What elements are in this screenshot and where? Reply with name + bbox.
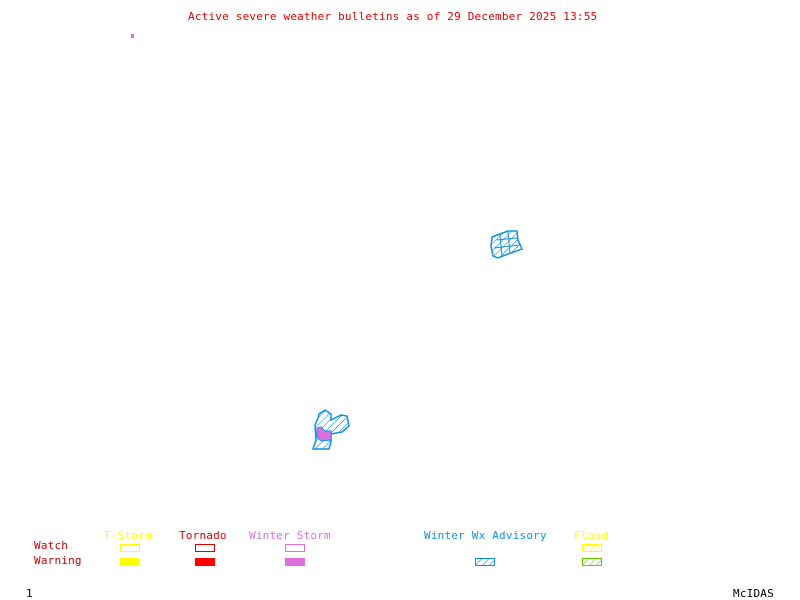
winter-storm-warning-region <box>131 34 134 38</box>
legend-tstorm-label: T-Storm <box>104 529 152 542</box>
legend-flood-watch-swatch <box>582 544 602 552</box>
software-label: McIDAS <box>733 587 774 600</box>
legend-tstorm-warning-swatch <box>120 558 140 566</box>
legend-watch-label: Watch <box>34 539 69 552</box>
legend-winter-storm-label: Winter Storm <box>249 529 331 542</box>
legend-winter-storm-watch-swatch <box>285 544 305 552</box>
bulletin-title: Active severe weather bulletins as of 29… <box>188 10 598 23</box>
legend-tornado-label: Tornado <box>179 529 227 542</box>
winter-storm-warning-region <box>316 426 332 442</box>
winter-wx-advisory-region <box>490 230 524 259</box>
legend-winter-wx-advisory-label: Winter Wx Advisory <box>424 529 547 542</box>
legend-tornado-warning-swatch <box>195 558 215 566</box>
legend-tstorm-watch-swatch <box>120 544 140 552</box>
legend-flood-warning-swatch <box>582 558 602 566</box>
legend-tornado-watch-swatch <box>195 544 215 552</box>
frame-number: 1 <box>26 587 33 600</box>
legend-winter-wx-advisory-swatch <box>475 558 495 566</box>
legend-winter-storm-warning-swatch <box>285 558 305 566</box>
legend-warning-label: Warning <box>34 554 82 567</box>
legend-flood-label: Flood <box>574 529 609 542</box>
